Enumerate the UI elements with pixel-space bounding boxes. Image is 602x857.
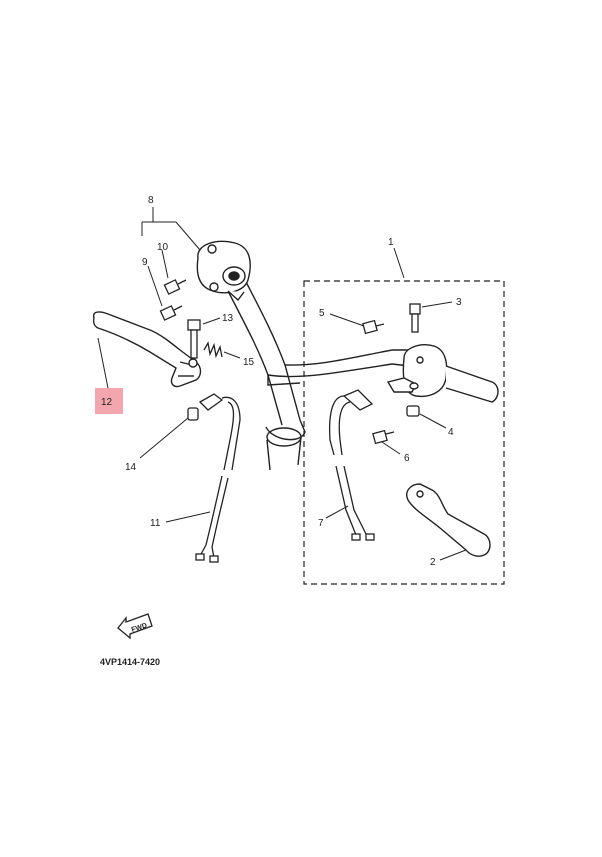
callout-7: 7 [318,518,324,529]
leaders-8-9-10 [141,207,201,307]
callout-14: 14 [125,462,137,473]
callout-4: 4 [448,427,454,438]
callout-9: 9 [142,257,148,268]
callout-13: 13 [222,313,234,324]
right-switch-housing [386,344,499,403]
callouts: 1 2 3 4 5 6 7 8 9 10 11 12 13 14 15 [101,195,462,568]
fwd-label: FWD [131,622,148,634]
bolt-13 [187,319,201,359]
callout-15: 15 [243,357,255,368]
screw-3 [409,303,421,333]
callout-1: 1 [388,237,394,248]
switch-cable-7 [328,389,375,541]
callout-5: 5 [319,308,325,319]
fwd-arrow-icon: FWD [117,613,153,640]
screw-6 [372,429,395,445]
callout-11: 11 [150,518,161,529]
callout-10: 10 [157,242,169,253]
screw-5 [362,319,385,335]
left-switch-housing [196,240,251,302]
nut-14 [187,407,199,421]
lever-2 [406,483,491,557]
callout-2: 2 [430,557,436,568]
diagram-code: 4VP1414-7420 [100,657,160,667]
assembly-box [303,280,505,585]
spring-15 [203,341,223,359]
leader-12 [97,337,109,389]
left-lever [92,311,202,388]
screw-9 [159,305,183,321]
screw-10 [163,279,187,295]
callout-3: 3 [456,297,462,308]
callout-8: 8 [148,195,154,206]
switch-cable-11 [195,393,241,563]
nut-4 [406,405,420,417]
callout-12: 12 [101,397,113,408]
part-12-highlight [95,388,123,414]
callout-6: 6 [404,453,410,464]
